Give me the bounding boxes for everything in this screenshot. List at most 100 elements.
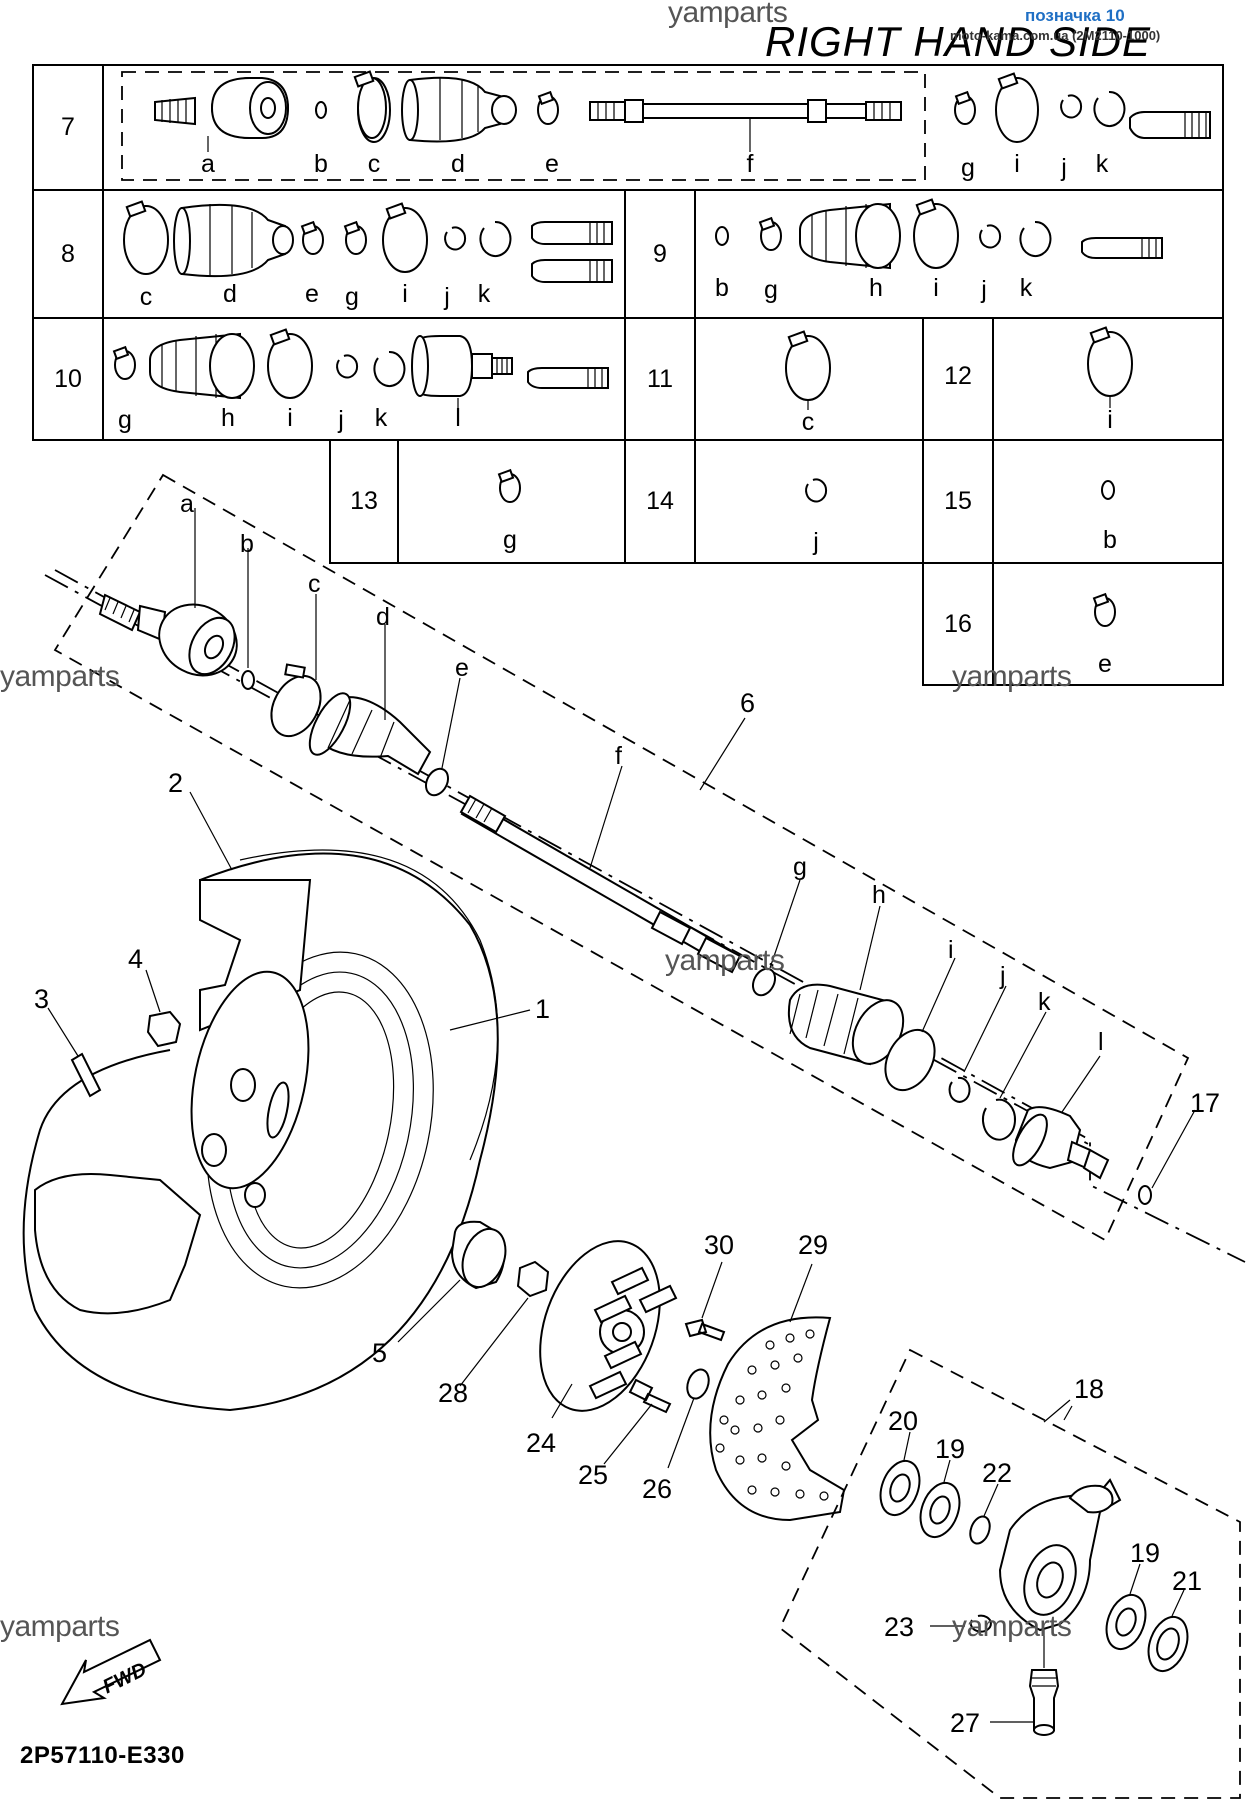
shaft-f xyxy=(459,794,742,974)
circlip-j-icon xyxy=(948,1076,971,1103)
kit-row-7-letter-k: k xyxy=(1096,150,1109,178)
brake-disc-29 xyxy=(709,1316,846,1522)
wheel-hub-25 xyxy=(539,1240,678,1412)
hub-cap-5 xyxy=(450,1220,507,1290)
watermark: yamparts xyxy=(665,944,785,977)
marker-badge: позначка 10 xyxy=(1025,6,1125,25)
shaft-letter-d: d xyxy=(376,603,390,631)
kit-row-10-parts xyxy=(112,328,609,400)
kit-row-9-number: 9 xyxy=(653,240,667,268)
kit-row-7-letter-b: b xyxy=(314,150,328,178)
kit-row-9-letter-b: b xyxy=(715,274,729,302)
kit-row-9-letter-j: j xyxy=(980,276,987,304)
kit-row-16-letter-e: e xyxy=(1098,650,1112,678)
circlip-24-icon xyxy=(969,1614,992,1633)
watermark: yamparts xyxy=(952,1610,1072,1643)
steering-knuckle xyxy=(998,1478,1122,1632)
part-number-19-right: 19 xyxy=(1130,1538,1160,1568)
kit-row-7-letter-g: g xyxy=(961,154,975,182)
kit-row-10-letter-j: j xyxy=(337,406,344,434)
circlip-22-icon xyxy=(969,1515,991,1545)
fwd-arrow-icon: FWD xyxy=(60,1638,162,1706)
kit-row-9-letter-k: k xyxy=(1020,274,1033,302)
kit-row-8-letter-g: g xyxy=(345,283,359,311)
part-number-17: 17 xyxy=(1190,1088,1220,1118)
kit-row-7-letter-a: a xyxy=(201,150,215,178)
kit-row-7-letter-e: e xyxy=(545,150,559,178)
drive-shaft-assembly: a b c d e f g xyxy=(44,473,1246,1263)
part-number-19: 19 xyxy=(935,1434,965,1464)
shaft-letter-e: e xyxy=(455,654,469,682)
kit-row-15-clip-b-icon xyxy=(1101,480,1115,500)
watermark: yamparts xyxy=(668,0,788,29)
kit-row-10-letter-g: g xyxy=(118,406,132,434)
kit-row-10-letter-h: h xyxy=(221,404,235,432)
part-number-27: 26 xyxy=(642,1474,672,1504)
part-number-18: 18 xyxy=(1074,1374,1104,1404)
clamp-g-icon xyxy=(751,967,777,997)
kit-row-10-letter-i: i xyxy=(287,404,293,432)
kit-row-9-letter-i: i xyxy=(933,274,939,302)
kit-row-15-letter-b: b xyxy=(1103,526,1117,554)
shaft-letter-g: g xyxy=(793,853,807,881)
kit-row-7-letter-d: d xyxy=(451,150,465,178)
kit-row-8-parts xyxy=(123,200,613,283)
bolt-30-icon xyxy=(684,1318,726,1342)
kit-row-8-letter-j: j xyxy=(443,283,450,311)
kit-table: 7 8 9 10 11 12 13 14 15 16 xyxy=(32,64,1224,686)
kit-row-8-letter-e: e xyxy=(305,280,319,308)
clamp-c-icon xyxy=(270,674,322,738)
site-label: moto-kama.com.ua (2M2110-1000) xyxy=(950,28,1161,43)
kit-row-7-number: 7 xyxy=(61,113,75,141)
kit-row-14-circlip-j-icon xyxy=(805,478,828,503)
watermark: yamparts xyxy=(0,1610,120,1643)
oring-27-icon xyxy=(686,1368,710,1400)
kit-row-8-letter-c: c xyxy=(140,283,153,311)
bolt-26-icon xyxy=(628,1378,672,1414)
kit-row-15-number: 15 xyxy=(944,487,972,515)
part-number-5: 5 xyxy=(372,1338,387,1368)
kit-row-7-letter-i: i xyxy=(1014,150,1020,178)
part-number-26: 25 xyxy=(578,1460,608,1490)
part-number-3: 3 xyxy=(34,984,49,1014)
kit-row-8-letter-k: k xyxy=(478,280,491,308)
watermark: yamparts xyxy=(0,660,120,693)
ball-joint-23 xyxy=(1028,1630,1060,1736)
kit-row-13-letter-g: g xyxy=(503,526,517,554)
clip-17-icon xyxy=(1138,1185,1152,1205)
part-number-20: 20 xyxy=(888,1406,918,1436)
shaft-letter-f: f xyxy=(615,742,622,770)
clip-b-icon xyxy=(241,670,255,690)
shaft-letter-l: l xyxy=(1098,1028,1104,1056)
kit-row-7-letter-f: f xyxy=(747,150,754,178)
kit-row-9-letter-h: h xyxy=(869,274,883,302)
kit-row-7-letter-j: j xyxy=(1060,154,1067,182)
drawing-code: 2P57110-E330 xyxy=(20,1742,185,1769)
knuckle-assembly xyxy=(778,1348,1241,1799)
shaft-letter-h: h xyxy=(872,881,886,909)
kit-row-10-letter-k: k xyxy=(375,404,388,432)
part-number-21: 21 xyxy=(1172,1566,1202,1596)
nut-4-icon xyxy=(146,1010,182,1048)
kit-row-8-letter-d: d xyxy=(223,280,237,308)
kit-row-16-number: 16 xyxy=(944,610,972,638)
clamp-e-icon xyxy=(424,767,450,797)
cv-joint-l xyxy=(1012,1106,1110,1180)
wheel-tire-assembly xyxy=(22,849,499,1412)
kit-row-11-letter-c: c xyxy=(802,408,815,436)
kit-row-11-number: 11 xyxy=(647,365,673,393)
kit-row-13-number: 13 xyxy=(350,487,378,515)
kit-row-8-letter-i: i xyxy=(402,280,408,308)
kit-row-8-number: 8 xyxy=(61,240,75,268)
part-number-25: 24 xyxy=(526,1428,556,1458)
circlip-k-icon xyxy=(982,1098,1016,1141)
part-number-6: 6 xyxy=(740,688,755,718)
cv-joint-a xyxy=(98,593,238,677)
part-number-1: 1 xyxy=(535,994,550,1024)
kit-row-14-letter-j: j xyxy=(812,528,819,556)
nut-28-icon xyxy=(516,1260,550,1298)
kit-row-9-parts xyxy=(715,198,1163,270)
part-number-29: 29 xyxy=(798,1230,828,1260)
